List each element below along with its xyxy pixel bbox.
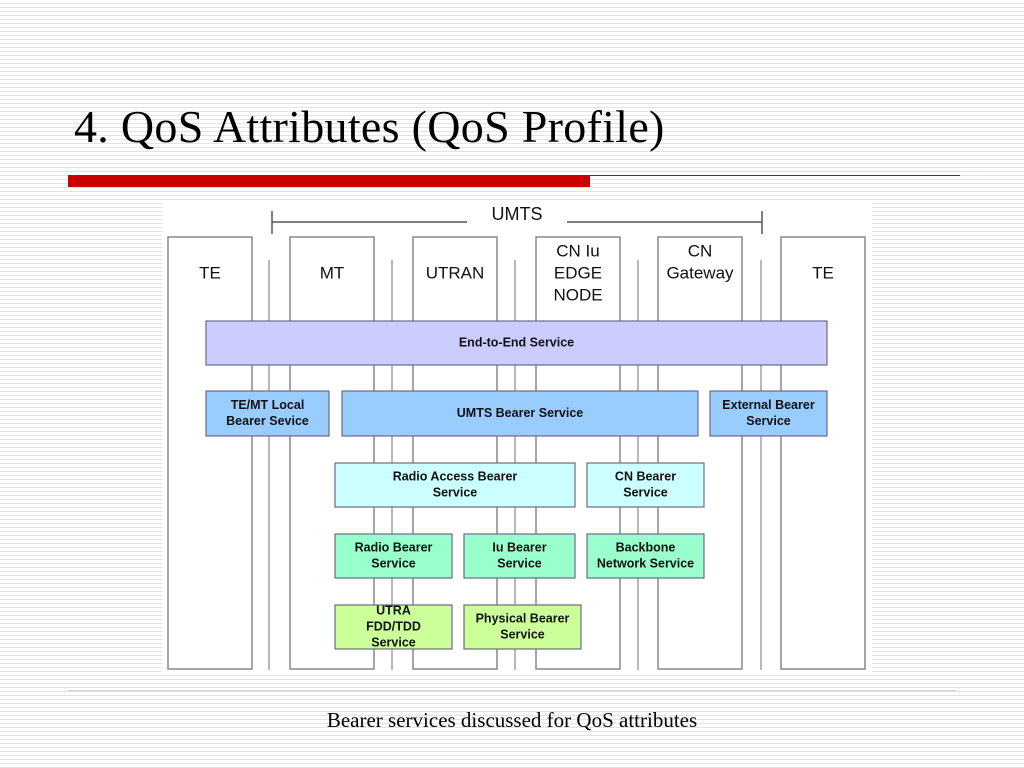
column-box: [167, 236, 253, 670]
service-label: Bearer Sevice: [226, 414, 309, 428]
column-box: [535, 236, 621, 670]
service-box: [586, 462, 705, 508]
service-label: Service: [623, 485, 668, 499]
column-mt: [289, 236, 375, 670]
service-box: [334, 462, 576, 508]
title-underline-accent: [68, 175, 590, 187]
footer-rule: [68, 690, 956, 691]
service-label: Physical Bearer: [476, 611, 570, 625]
service-label: Service: [371, 635, 416, 649]
service-label: FDD/TDD: [366, 619, 421, 633]
service-label: External Bearer: [722, 398, 815, 412]
service-box: [709, 390, 828, 437]
service-label: Service: [746, 414, 791, 428]
column-label: CN: [688, 241, 713, 260]
column-label: UTRAN: [426, 263, 485, 282]
column-box: [780, 236, 866, 670]
service-label: TE/MT Local: [231, 398, 305, 412]
service-label: Service: [500, 627, 545, 641]
service-label: Radio Bearer: [355, 540, 433, 554]
service-box: [341, 390, 699, 437]
bearer-services-diagram: TE MT UTRAN CN Iu EDGE NODE CN Gateway TE UMTS End…: [167, 204, 866, 670]
utra-fdd-tdd-service: UTRA FDD/TDD Service: [334, 603, 453, 650]
column-label: NODE: [553, 285, 602, 304]
slide-title: 4. QoS Attributes (QoS Profile): [74, 101, 665, 152]
service-box: [334, 604, 453, 650]
column-label: TE: [199, 263, 221, 282]
service-box: [205, 320, 828, 366]
column-te-right: [780, 236, 866, 670]
column-utran: [412, 236, 498, 670]
umts-bearer-service: UMTS Bearer Service: [341, 390, 699, 437]
service-label: UMTS Bearer Service: [457, 406, 584, 420]
column-te-left: [167, 236, 253, 670]
service-box: [205, 390, 330, 437]
figure-caption: Bearer services discussed for QoS attrib…: [326, 708, 698, 732]
service-label: Network Service: [597, 556, 694, 570]
service-box: [463, 533, 576, 579]
end-to-end-service: End-to-End Service: [205, 320, 828, 366]
column-label: TE: [812, 263, 834, 282]
column-label: CN Iu: [556, 241, 599, 260]
column-box: [657, 236, 743, 670]
service-box: [586, 533, 705, 579]
column-box: [289, 236, 375, 670]
column-cn-iu-edge-node: [535, 236, 621, 670]
title-underline-rule: [590, 175, 960, 176]
service-label: Service: [497, 556, 542, 570]
service-label: CN Bearer: [615, 469, 676, 483]
column-label: EDGE: [554, 263, 602, 282]
column-label: MT: [320, 263, 345, 282]
column-cn-gateway: [657, 236, 743, 670]
service-box: [463, 604, 582, 650]
service-label: Service: [433, 485, 478, 499]
column-box: [412, 236, 498, 670]
diagram-panel: TE MT UTRAN CN Iu EDGE NODE CN Gateway TE UMTS End…: [162, 200, 872, 675]
column-label: Gateway: [666, 263, 734, 282]
service-label: Iu Bearer: [492, 540, 546, 554]
service-label: Service: [371, 556, 416, 570]
umts-label: UMTS: [492, 204, 543, 224]
service-label: Backbone: [616, 540, 676, 554]
service-label: End-to-End Service: [459, 335, 574, 349]
service-label: Radio Access Bearer: [393, 469, 518, 483]
service-label: UTRA: [376, 603, 411, 617]
service-box: [334, 533, 453, 579]
